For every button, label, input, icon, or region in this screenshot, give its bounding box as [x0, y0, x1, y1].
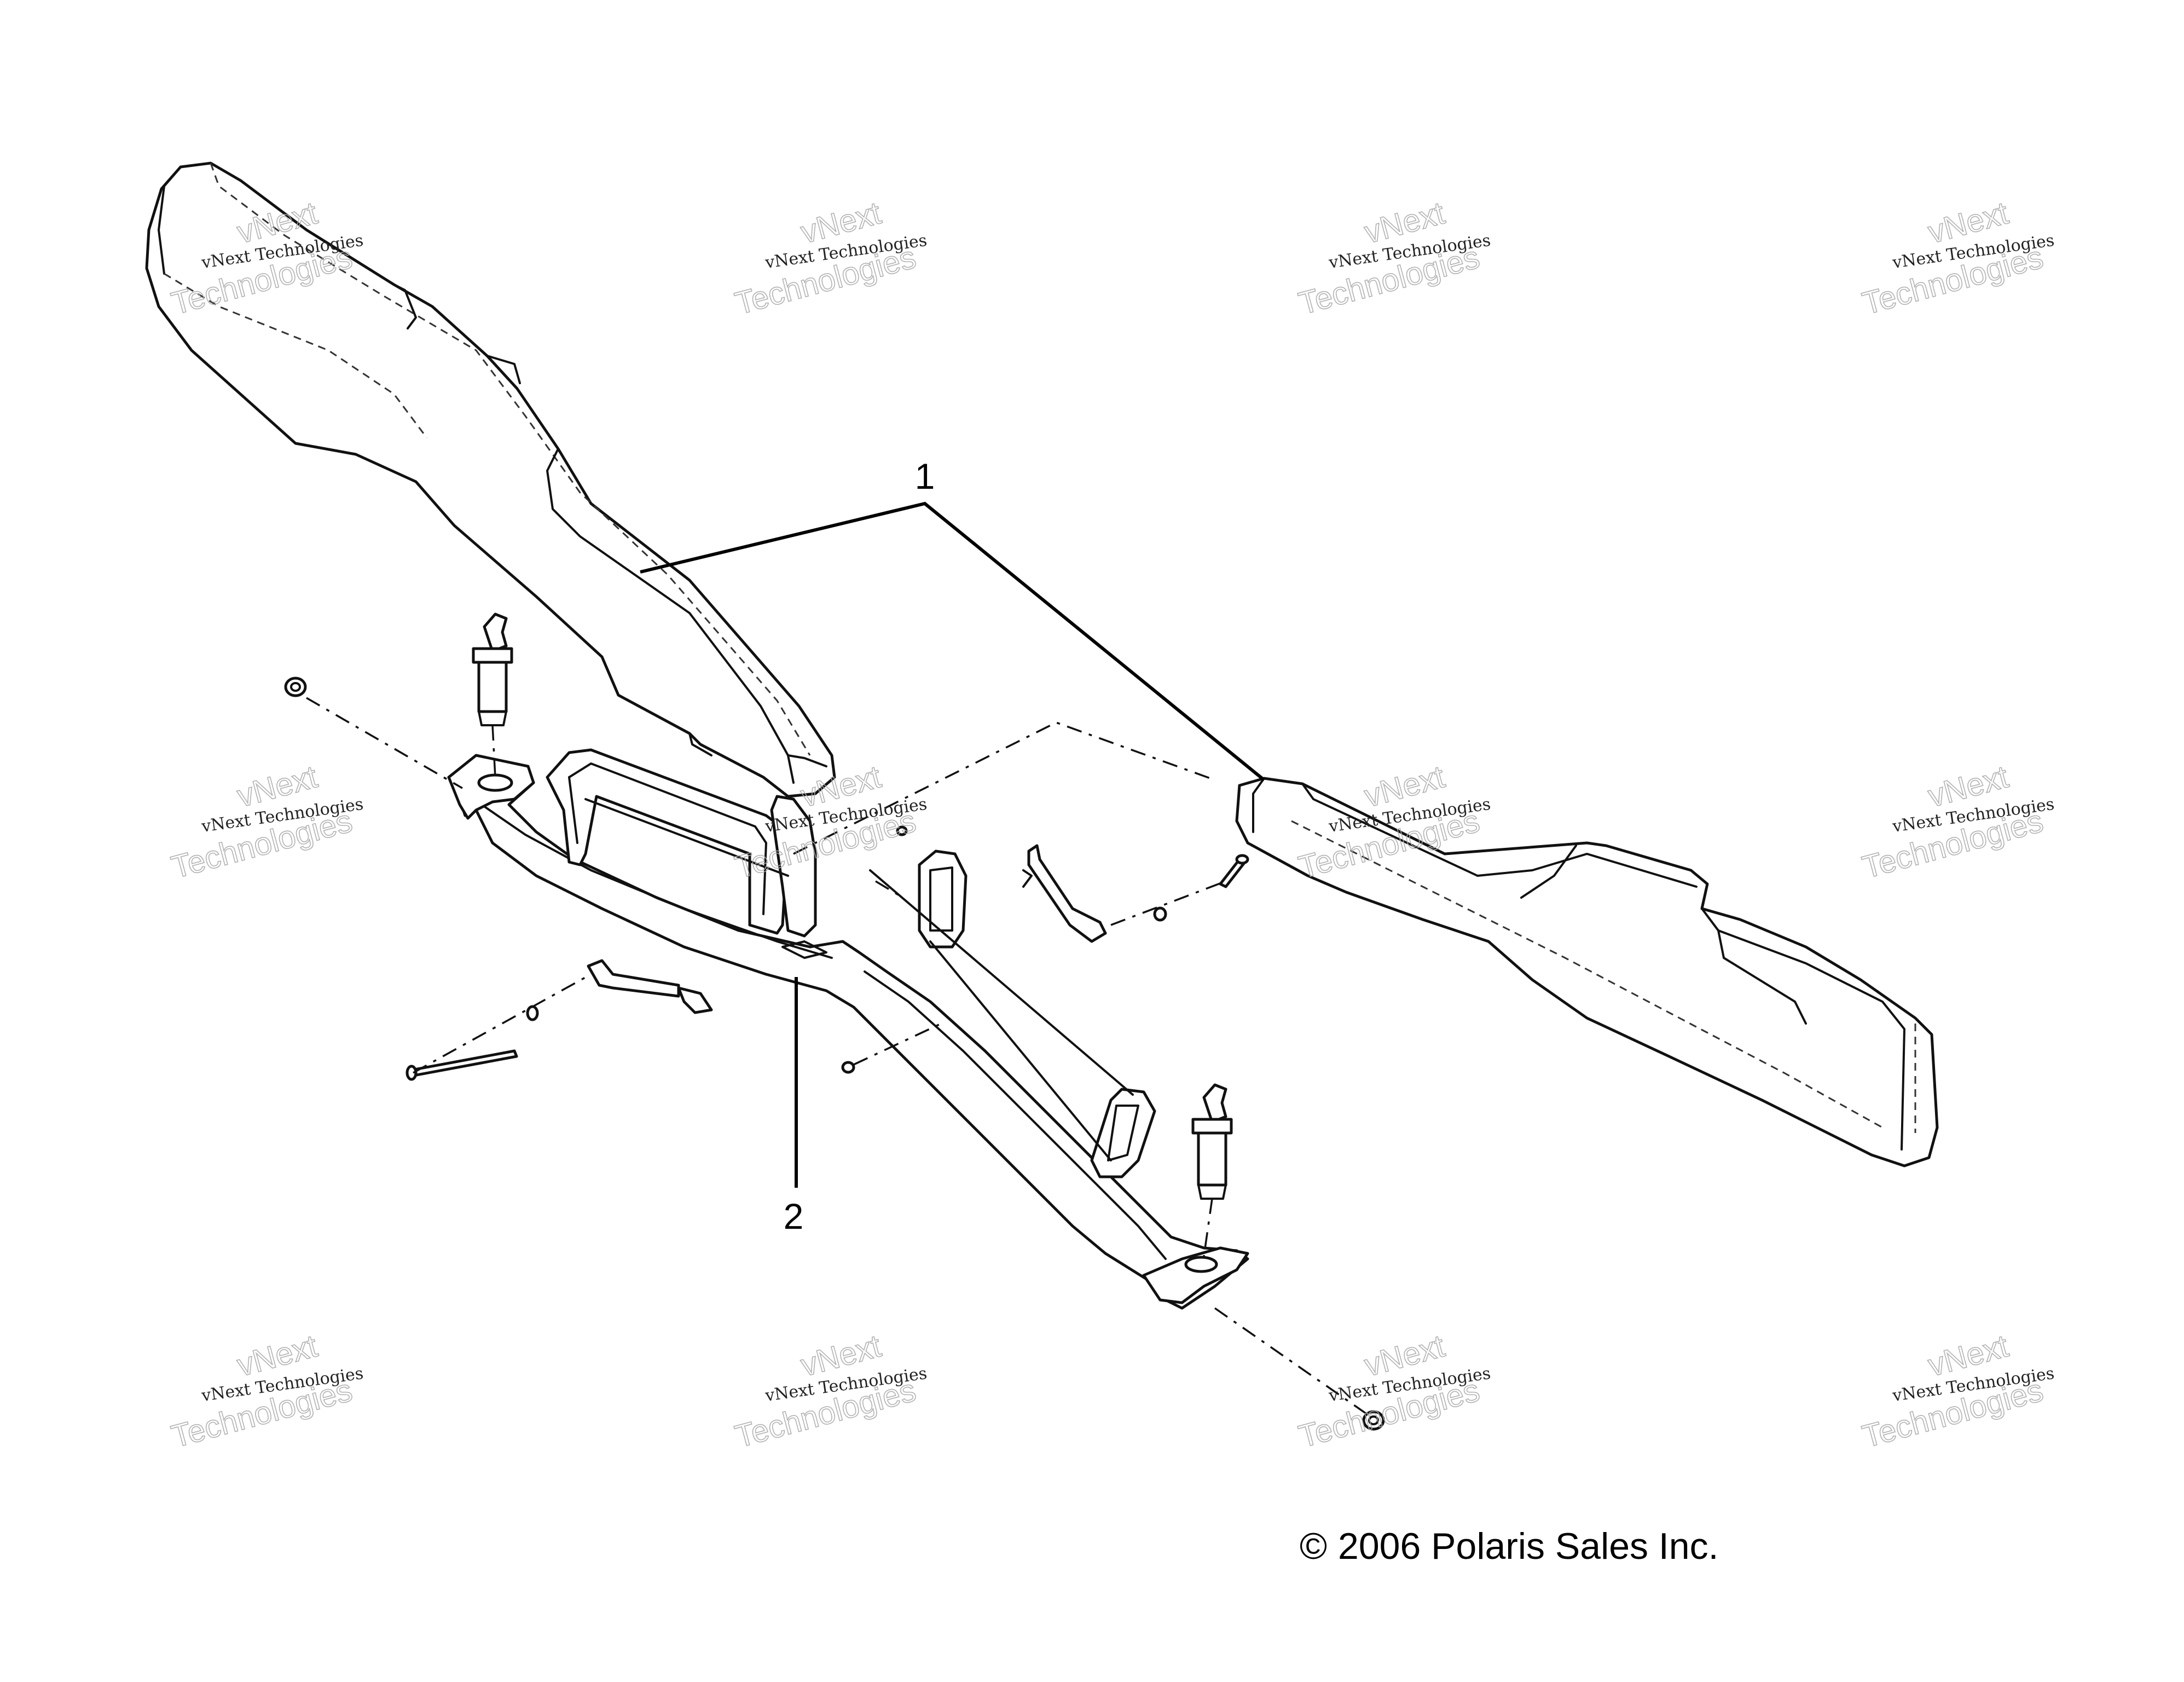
bumper-pad-right — [1235, 777, 1939, 1167]
bumper-pad-left — [145, 161, 836, 798]
copyright-notice: © 2006 Polaris Sales Inc. — [1300, 1525, 1719, 1567]
callout-1: 1 — [915, 456, 935, 496]
light-bulb-right — [1191, 1083, 1233, 1200]
copyright-text: 2006 Polaris Sales Inc. — [1338, 1525, 1719, 1567]
leader-lines — [640, 501, 1265, 1188]
bracket-strap-left — [587, 959, 713, 1014]
bracket-strap-right — [1022, 844, 1107, 943]
bolt-left — [405, 1049, 518, 1081]
bolt-right — [1219, 854, 1249, 888]
watermarks: vNext Technologies vNext Technologies vN… — [167, 195, 2055, 1455]
light-bulb-left — [472, 612, 513, 726]
washer — [526, 906, 1167, 1021]
nut-right — [1362, 1410, 1385, 1431]
callout-2: 2 — [784, 1196, 804, 1236]
front-bumper-tube — [447, 748, 1249, 1310]
copyright-symbol: © — [1300, 1525, 1327, 1567]
nut-left — [284, 677, 307, 697]
small-nut — [841, 825, 908, 1074]
centerlines — [306, 697, 1369, 1416]
